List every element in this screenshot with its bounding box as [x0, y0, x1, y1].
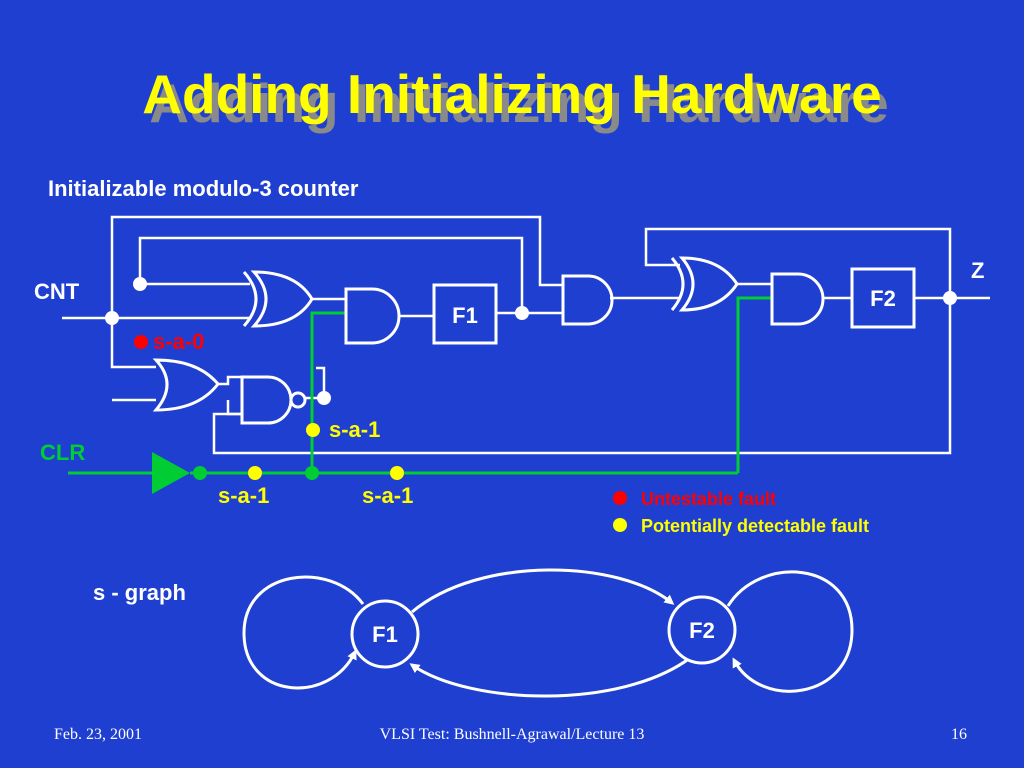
clr-buffer [152, 452, 190, 494]
footer-course: VLSI Test: Bushnell-Agrawal/Lecture 13 [379, 726, 645, 743]
sgraph-self-loop-f2 [726, 570, 854, 693]
legend-potential-label: Potentially detectable fault [641, 516, 869, 536]
legend-potential-dot [613, 518, 627, 532]
fault-dot-right [390, 466, 404, 480]
xor-gate-2 [678, 256, 739, 312]
subtitle: Initializable modulo-3 counter [48, 176, 359, 201]
slide-title-shadow: Adding Initializing Hardware [149, 72, 889, 134]
fault-sa0-label: s-a-0 [153, 329, 204, 354]
wire-outer-loop [110, 215, 563, 318]
wire-nand-up [316, 366, 326, 398]
wire-bottom-loop [212, 298, 952, 455]
wire-nand-in2 [226, 400, 242, 416]
sgraph-node-f2-label: F2 [689, 618, 715, 643]
or-gate [152, 358, 220, 412]
flipflop-f1-label: F1 [452, 303, 478, 328]
legend-untestable-label: Untestable fault [641, 489, 776, 509]
sgraph-edge-f2-f1 [409, 656, 691, 698]
clr-label: CLR [40, 440, 85, 465]
flipflop-f2-label: F2 [870, 286, 896, 311]
output-z-label: Z [971, 258, 984, 283]
wire-f1-loop [138, 236, 524, 313]
footer-page-number: 16 [951, 726, 967, 743]
clr-junction-dots [193, 466, 319, 480]
circuit-wires [62, 215, 990, 455]
untestable-fault-dot [134, 335, 148, 349]
legend: Untestable fault Potentially detectable … [613, 489, 869, 536]
junction-dots [105, 277, 957, 405]
title-block: Adding Initializing Hardware Adding Init… [0, 62, 1024, 152]
and-gate-2 [561, 274, 614, 326]
gates [152, 256, 825, 425]
wire-or-to-nand [216, 375, 242, 386]
fault-sa1-left-label: s-a-1 [218, 483, 269, 508]
fault-dot-upper [306, 423, 320, 437]
sgraph-node-f1: F1 [350, 599, 420, 669]
wire-f2-loop [644, 227, 952, 298]
nand-bubble [289, 391, 307, 409]
sgraph-edge-f1-f2 [411, 568, 675, 614]
clr-wiring [68, 296, 772, 475]
sgraph-node-f2: F2 [667, 595, 737, 665]
footer-date: Feb. 23, 2001 [54, 726, 142, 743]
cnt-label: CNT [34, 279, 80, 304]
fault-sa1-upper-label: s-a-1 [329, 417, 380, 442]
nand-gate [240, 375, 293, 425]
wire-clr-to-and3 [736, 296, 772, 473]
sgraph-node-f1-label: F1 [372, 622, 398, 647]
sgraph-edges [242, 568, 854, 698]
sgraph-self-loop-f1 [242, 575, 365, 690]
fault-sa1-right-label: s-a-1 [362, 483, 413, 508]
wire-clr-to-and1 [310, 311, 346, 473]
sgraph-label: s - graph [93, 580, 186, 605]
legend-untestable-dot [613, 491, 627, 505]
fault-dot-left [248, 466, 262, 480]
and-gate-1 [344, 287, 401, 345]
flipflop-f1: F1 [432, 283, 498, 345]
flipflop-f2: F2 [850, 267, 916, 329]
wire-cnt-to-or [110, 318, 156, 369]
xor-gate-1 [250, 270, 314, 328]
and-gate-3 [770, 272, 825, 326]
slide-title: Adding Initializing Hardware [142, 63, 882, 125]
